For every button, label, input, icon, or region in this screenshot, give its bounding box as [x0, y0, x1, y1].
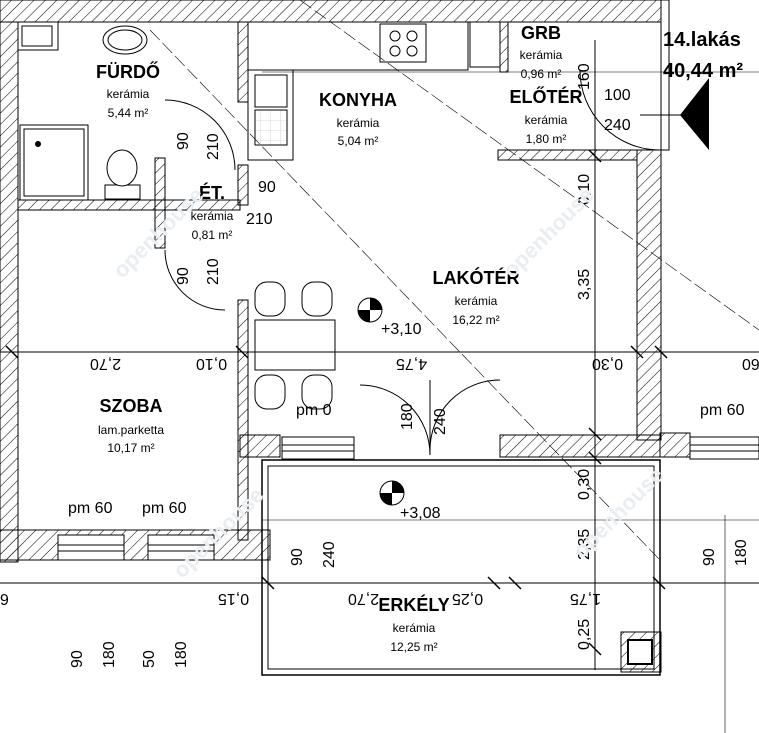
room-material-szoba: lam.parketta: [97, 423, 165, 437]
dining-table: [254, 319, 336, 371]
dim-210a: 210: [205, 133, 222, 160]
apartment-label: 14.lakás: [663, 29, 741, 51]
window-right: [689, 436, 759, 460]
dim-475: 4,75: [396, 355, 428, 372]
window-szoba-2: [147, 534, 215, 561]
wall-left: [0, 21, 19, 563]
dim-180b: 180: [733, 539, 750, 566]
pm-0: pm 0: [296, 402, 332, 419]
level-lakoter: +3,10: [381, 321, 422, 338]
wall-right: [636, 149, 662, 441]
dim-180a: 180: [399, 403, 416, 430]
room-area-furdo: 5,44 m²: [107, 106, 149, 120]
room-area-eloter: 1,80 m²: [525, 132, 567, 146]
dim-160: 160: [576, 63, 593, 90]
dim-90f: 90: [69, 650, 86, 668]
dim-180d: 180: [173, 641, 190, 668]
room-name-szoba: SZOBA: [99, 396, 163, 416]
bathtub: [19, 124, 89, 201]
washbasin: [102, 25, 148, 55]
room-area-szoba: 10,17 m²: [107, 441, 155, 455]
window-lakoter: [281, 436, 355, 460]
window-szoba-1: [57, 534, 125, 561]
room-area-erkely: 12,25 m²: [390, 640, 438, 654]
wall-top: [0, 0, 664, 23]
room-name-lakoter: LAKÓTÉR: [432, 268, 520, 288]
dim-180c: 180: [101, 641, 118, 668]
dim-90c: 90: [175, 267, 192, 285]
dim-100: 100: [604, 87, 631, 104]
dim-90d: 90: [289, 548, 306, 566]
dim-240c: 240: [321, 541, 338, 568]
room-name-furdo: FÜRDŐ: [96, 62, 160, 82]
apartment-area: 40,44 m²: [663, 60, 744, 82]
dim-335: 3,35: [576, 268, 593, 300]
dim-6: 6: [0, 590, 9, 607]
toilet: [104, 184, 141, 200]
room-area-et: 0,81 m²: [191, 228, 233, 242]
room-area-konyha: 5,04 m²: [337, 134, 379, 148]
dim-010b: 0,10: [196, 355, 228, 372]
room-material-eloter: kerámia: [524, 113, 568, 127]
dim-240a: 240: [604, 117, 631, 134]
room-name-grb: GRB: [521, 23, 561, 43]
room-area-lakoter: 16,22 m²: [452, 313, 500, 327]
room-name-konyha: KONYHA: [318, 90, 398, 110]
dim-50: 50: [141, 650, 158, 668]
balcony-outline: [261, 459, 661, 676]
dim-60: 60: [742, 355, 759, 372]
entry-arrow: [680, 78, 709, 150]
dim-90e: 90: [701, 548, 718, 566]
dim-240b: 240: [432, 408, 449, 435]
room-material-erkely: kerámia: [392, 621, 436, 635]
room-name-erkely: ERKÉLY: [378, 595, 450, 615]
dim-210c: 210: [205, 258, 222, 285]
dim-025b: 0,25: [576, 618, 593, 650]
dim-90b: 90: [258, 179, 276, 196]
room-material-konyha: kerámia: [336, 116, 380, 130]
room-material-lakoter: kerámia: [454, 294, 498, 308]
room-material-et: kerámia: [190, 209, 234, 223]
kitchen-counter: [247, 21, 469, 71]
dim-025a: 0,25: [452, 590, 484, 607]
pm-60a: pm 60: [700, 402, 745, 419]
room-name-et: ÉT.: [198, 183, 226, 203]
pm-60c: pm 60: [142, 500, 187, 517]
dim-015: 0,15: [218, 590, 250, 607]
dim-270b: 2,70: [348, 590, 380, 607]
dim-175: 1,75: [570, 590, 602, 607]
room-area-grb: 0,96 m²: [520, 67, 562, 81]
cooktop: [379, 23, 427, 63]
dim-210b: 210: [246, 211, 273, 228]
room-material-furdo: kerámia: [106, 87, 150, 101]
room-material-grb: kerámia: [519, 48, 563, 62]
room-name-eloter: ELŐTÉR: [509, 87, 583, 107]
pm-60b: pm 60: [68, 500, 113, 517]
dim-030b: 0,30: [576, 468, 593, 500]
dim-90a: 90: [175, 132, 192, 150]
level-erkely: +3,08: [400, 505, 441, 522]
dim-030a: 0,30: [592, 355, 624, 372]
dim-270a: 2,70: [90, 355, 122, 372]
